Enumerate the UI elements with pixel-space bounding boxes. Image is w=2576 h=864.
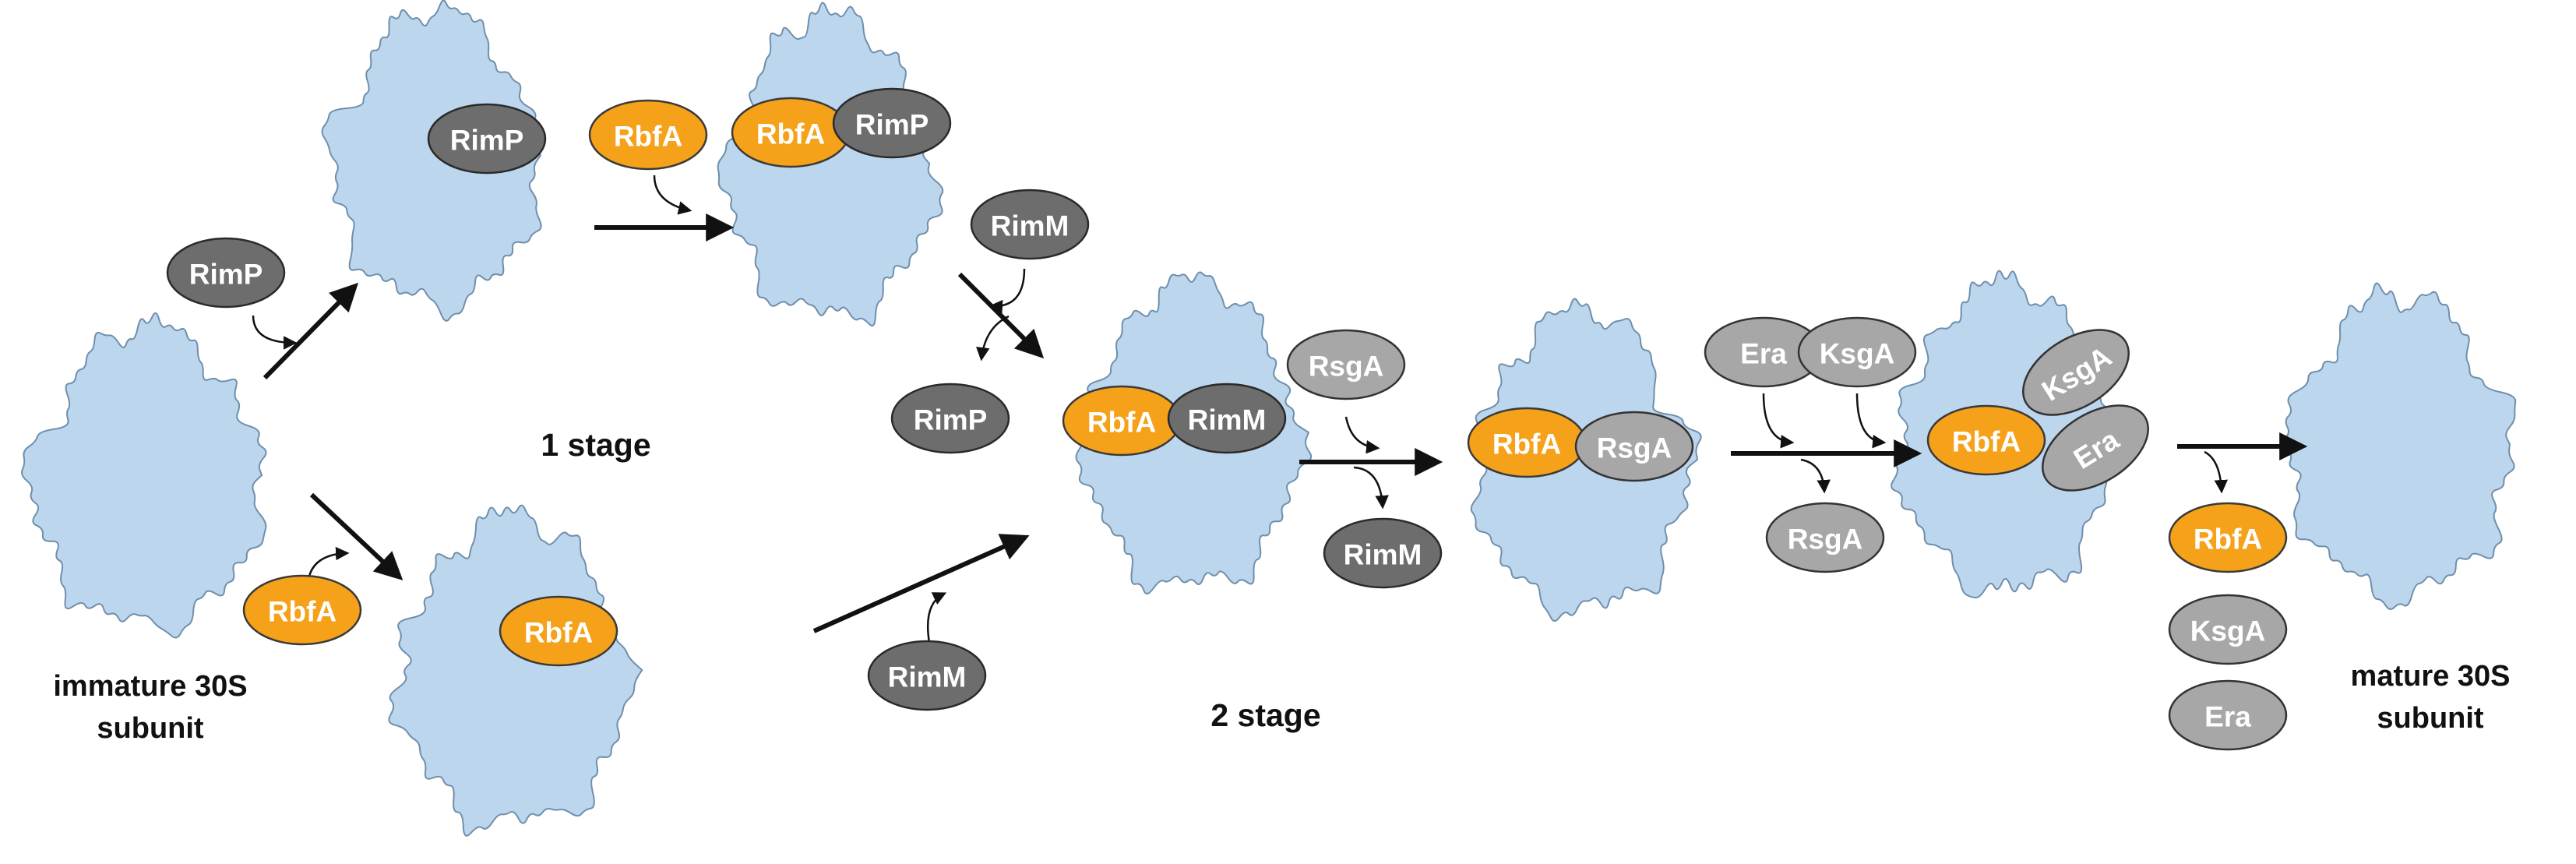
curve-rsga-release [1800, 458, 1831, 494]
protein-rbfa-on-subunit-mid-label: RbfA [1087, 407, 1156, 439]
protein-ksga-on-subunit: KsgA [2022, 329, 2130, 416]
protein-ksga-released: KsgA [2168, 594, 2288, 665]
protein-rimp-on-subunit-top: RimP [832, 87, 952, 159]
protein-rsga-released-oval [1765, 502, 1885, 573]
protein-rbfa-on-subunit-lower: RbfA [499, 595, 618, 667]
protein-rimp-free-oval [166, 237, 286, 309]
protein-rsga-on-subunit: RsgA [1574, 411, 1694, 482]
protein-rimm-on-subunit: RimM [1167, 383, 1287, 454]
arrow-stage1-to-rbfa-rimm-top [957, 272, 1045, 359]
protein-rsga-on-subunit-oval [1574, 411, 1694, 482]
protein-rbfa-on-subunit-rsga-label: RbfA [1492, 428, 1561, 460]
protein-rbfa-released: RbfA [2168, 502, 2288, 573]
protein-era-released: Era [2168, 679, 2288, 751]
protein-rimp-free: RimP [166, 237, 286, 309]
protein-rbfa-on-subunit-lower-label: RbfA [524, 617, 593, 649]
protein-rsga-on-subunit-label: RsgA [1597, 432, 1672, 464]
protein-rimm-free-top-oval [970, 189, 1090, 260]
subunit-rimp-bound [321, 0, 542, 322]
protein-rimp-free-label: RimP [189, 259, 263, 291]
protein-rbfa-free-lower-oval [242, 574, 362, 646]
protein-rimm-on-subunit-label: RimM [1188, 404, 1267, 436]
subunit-mature [2281, 282, 2517, 610]
curve-rimp-binding [252, 315, 298, 350]
protein-rbfa-free-top-label: RbfA [614, 121, 682, 153]
protein-era-free: Era [1704, 316, 1824, 388]
curve-rimm-binding-top [988, 268, 1026, 314]
curve-ksga-binding [1855, 393, 1887, 449]
protein-ksga-released-oval [2168, 594, 2288, 665]
protein-era-on-subunit: Era [2042, 404, 2149, 492]
curve-rimm-release [1353, 466, 1389, 510]
immature-label-line2: subunit [97, 712, 204, 745]
protein-ksga-on-subunit-oval [2022, 329, 2130, 416]
protein-rimp-on-subunit-label: RimP [450, 125, 524, 157]
arrow-immature-to-rimp [263, 282, 359, 380]
protein-rbfa-on-subunit-era-oval [1926, 404, 2046, 476]
curve-rimm-binding-bottom [926, 592, 947, 644]
protein-rbfa-free-lower: RbfA [242, 574, 362, 646]
protein-rsga-released: RsgA [1765, 502, 1885, 573]
protein-rbfa-on-subunit-top: RbfA [731, 97, 851, 168]
curve-rsga-binding [1344, 416, 1380, 454]
protein-rimp-on-subunit-oval [427, 103, 547, 175]
protein-rbfa-on-subunit-era: RbfA [1926, 404, 2046, 476]
protein-ksga-free: KsgA [1797, 316, 1917, 388]
curve-factors-release [2204, 450, 2229, 494]
subunit-rbfa-bound [388, 504, 643, 837]
protein-era-on-subunit-oval [2042, 404, 2149, 492]
protein-rimm-released: RimM [1323, 517, 1443, 589]
protein-rimp-on-subunit-top-oval [832, 87, 952, 159]
protein-rimm-free-bottom: RimM [867, 640, 987, 711]
protein-rimp-released-label: RimP [914, 404, 988, 436]
protein-rbfa-free-top: RbfA [588, 99, 708, 171]
stage-2-label: 2 stage [1210, 697, 1320, 733]
protein-rimm-free-bottom-label: RimM [888, 661, 967, 693]
curve-rimp-release [976, 315, 1010, 361]
protein-rbfa-on-subunit-mid: RbfA [1062, 385, 1182, 457]
protein-rimp-released-oval [890, 383, 1010, 454]
protein-rimm-released-oval [1323, 517, 1443, 589]
mature-label-line1: mature 30S [2351, 660, 2511, 693]
protein-ksga-released-label: KsgA [2190, 615, 2266, 647]
protein-rbfa-on-subunit-top-label: RbfA [756, 118, 825, 150]
protein-rbfa-free-top-oval [588, 99, 708, 171]
protein-rbfa-on-subunit-era-label: RbfA [1952, 426, 2021, 458]
protein-rimm-on-subunit-oval [1167, 383, 1287, 454]
protein-ksga-free-oval [1797, 316, 1917, 388]
protein-rimp-on-subunit: RimP [427, 103, 547, 175]
protein-era-released-label: Era [2204, 701, 2251, 733]
protein-era-free-label: Era [1740, 338, 1787, 370]
arrow-immature-to-rbfa [309, 492, 403, 580]
protein-era-released-oval [2168, 679, 2288, 751]
protein-rsga-released-label: RsgA [1788, 524, 1863, 555]
protein-rbfa-released-oval [2168, 502, 2288, 573]
curve-rbfa-binding-top [653, 175, 692, 215]
stage-1-label: 1 stage [541, 427, 650, 463]
immature-label-line1: immature 30S [53, 670, 247, 703]
protein-rimm-free-bottom-oval [867, 640, 987, 711]
protein-ksga-free-label: KsgA [1820, 338, 1895, 370]
protein-rbfa-released-label: RbfA [2194, 524, 2262, 555]
protein-rimp-on-subunit-top-label: RimP [855, 109, 929, 141]
protein-rsga-free-label: RsgA [1309, 351, 1384, 383]
protein-rimp-released: RimP [890, 383, 1010, 454]
protein-rsga-free: RsgA [1286, 329, 1406, 400]
subunit-rbfa-rimp-bound [717, 2, 944, 327]
protein-rimm-free-top: RimM [970, 189, 1090, 260]
mature-label-line2: subunit [2377, 702, 2484, 735]
protein-rimm-released-label: RimM [1344, 539, 1422, 571]
arrow-stage1-to-rbfa-rimm-bottom [812, 534, 1030, 633]
protein-rsga-free-oval [1286, 329, 1406, 400]
protein-rimm-free-top-label: RimM [991, 210, 1070, 242]
curve-era-binding [1762, 393, 1795, 449]
protein-rbfa-on-subunit-rsga: RbfA [1467, 407, 1587, 478]
protein-rbfa-on-subunit-lower-oval [499, 595, 618, 667]
subunit-immature [21, 312, 267, 639]
protein-rbfa-free-lower-label: RbfA [268, 596, 337, 628]
